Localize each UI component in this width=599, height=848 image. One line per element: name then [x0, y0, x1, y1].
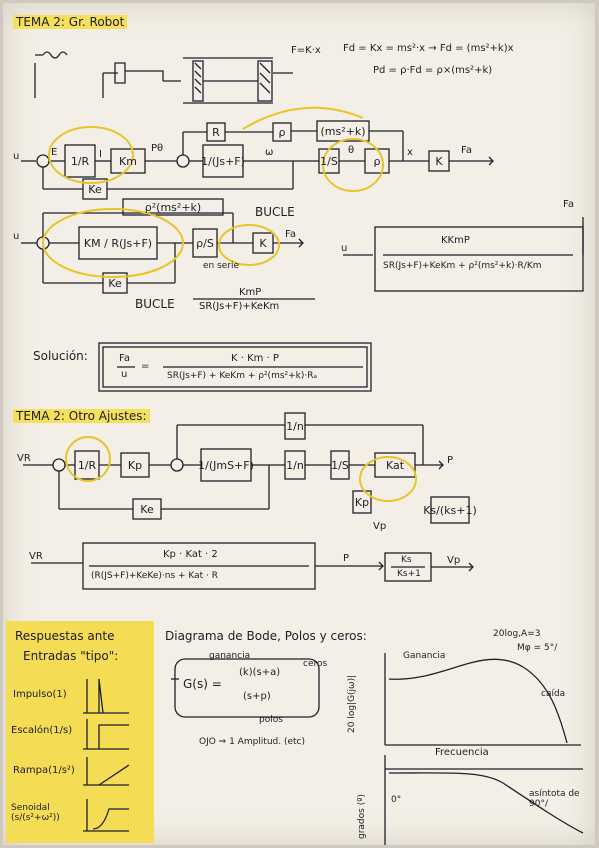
signal-vp: Vp: [373, 521, 387, 532]
bode-tf-den: (s+p): [243, 691, 271, 702]
signal-u2: u: [13, 231, 20, 242]
signal-theta: θ: [348, 145, 355, 156]
respuestas-title: Respuestas ante: [15, 629, 115, 643]
loop-tf-den: SR(Js+F)+KeKm: [199, 301, 280, 312]
bode-slope-note: Mφ = 5°/: [517, 643, 558, 653]
solution-num: K · Km · P: [231, 353, 279, 364]
bode-mag-axis: 20 log|G(jω)|: [347, 674, 357, 733]
t2-block-n-fb: 1/n: [286, 419, 304, 433]
respuesta-rampa: Rampa(1/s²): [13, 765, 75, 776]
bode-freq-label: Frecuencia: [435, 747, 489, 758]
t2-block-r-inv: 1/R: [77, 458, 97, 472]
signal-u1: u: [13, 151, 20, 162]
overall-den: SR(Js+F)+KeKm + ρ²(ms²+k)·R/Km: [383, 261, 542, 271]
block-rho: ρ: [373, 154, 381, 168]
signal-fa3: Fa: [563, 199, 574, 210]
bode-tf-lhs: G(s) =: [183, 677, 222, 691]
signal-vr2: VR: [29, 551, 43, 562]
signal-e: E: [51, 147, 58, 158]
t2-overall-num: Kp · Kat · 2: [163, 549, 218, 560]
block-r-inv: 1/R: [70, 154, 90, 168]
block-k2: K: [259, 236, 267, 250]
signal-vp2: Vp: [447, 555, 461, 566]
block-km: Km: [119, 154, 137, 168]
tema1-title: TEMA 2: Gr. Robot: [13, 15, 128, 29]
solution-lhs-num: Fa: [119, 353, 130, 364]
block-fb-r: R: [212, 125, 220, 139]
block-rhoS: ρ/S: [196, 236, 214, 250]
t2-final-den: Ks+1: [397, 569, 421, 579]
respuesta-senoidal: Senoidal (s/(s²+ω²)): [11, 803, 60, 823]
bode-tf-num: (k)(s+a): [239, 667, 281, 678]
tema1-eq-fd: Fd = Kx = ms²·x → Fd = (ms²+k)x: [343, 43, 514, 54]
bode-fall-label: caída: [541, 689, 566, 699]
bucle-label-1: BUCLE: [255, 205, 295, 219]
en-serie-label: en serie: [203, 261, 240, 271]
loop-tf-num: KmP: [239, 287, 262, 298]
t2-block-mech: 1/(JmS+F): [198, 458, 254, 472]
t2-final-num: Ks: [401, 555, 412, 565]
respuestas-subtitle: Entradas "tipo":: [23, 649, 119, 663]
tema2-title: TEMA 2: Otro Ajustes:: [13, 409, 150, 423]
overall-num: KKmP: [441, 235, 470, 246]
signal-fa1: Fa: [461, 145, 472, 156]
solution-den: SR(Js+F) + KeKm + ρ²(ms²+k)·Rₐ: [167, 371, 318, 381]
signal-fa2: Fa: [285, 229, 296, 240]
respuestas-graphs: [83, 678, 130, 832]
block-fb-rho: ρ: [278, 125, 286, 139]
t2-block-kat: Kat: [385, 458, 405, 472]
bode-note: OJO ⇒ 1 Amplitud. (etc): [199, 737, 306, 747]
block-kmR: KM / R(Js+F): [83, 236, 153, 250]
bode-title: Diagrama de Bode, Polos y ceros:: [165, 629, 367, 643]
bode-ceros-label: ceros: [303, 659, 328, 669]
signal-pm: Pθ: [151, 143, 164, 154]
bode-polos-label: polos: [259, 715, 283, 725]
solution-label: Solución:: [33, 349, 88, 363]
block-coupled: ρ²(ms²+k): [144, 200, 202, 214]
signal-u3: u: [341, 243, 348, 254]
bode-peak-note: 20log,A=3: [493, 629, 541, 639]
t2-block-s: 1/S: [331, 458, 349, 472]
t2-block-ke: Ke: [140, 502, 154, 516]
block-k: K: [435, 154, 443, 168]
block-fb-ms: (ms²+k): [320, 124, 366, 138]
block-mech: 1/(Js+F): [201, 154, 245, 168]
signal-vr: VR: [17, 453, 31, 464]
block-integ: 1/S: [320, 154, 338, 168]
block-ke2: Ke: [108, 276, 122, 290]
tema1-eq-left: F=K·x: [291, 45, 321, 56]
t2-block-kp-out: Kp: [354, 495, 370, 509]
signal-x: x: [407, 147, 413, 158]
bode-ganancia-label: ganancia: [209, 651, 251, 661]
bucle-label-2: BUCLE: [135, 297, 175, 311]
bode-phase-axis: grados (º): [357, 794, 367, 839]
tema1-eq-pd: Pd = ρ·Fd = ρ×(ms²+k): [373, 65, 493, 76]
bode-phase-start: 0°: [391, 795, 402, 805]
t2-block-ks: Ks/(ks+1): [423, 503, 477, 517]
t2-block-kp: Kp: [127, 458, 143, 472]
respuesta-escalon: Escalón(1/s): [11, 725, 73, 736]
signal-i: I: [99, 149, 102, 160]
solution-lhs-den: u: [121, 369, 128, 380]
bode-mag-curve-label: Ganancia: [403, 651, 446, 661]
signal-w: ω: [265, 147, 274, 158]
respuesta-impulso: Impulso(1): [13, 689, 67, 700]
t2-overall-den: (R(JS+F)+KeKe)·ns + Kat · R: [91, 571, 219, 581]
respuestas-panel: [6, 621, 154, 843]
signal-p: P: [447, 455, 454, 466]
block-ke: Ke: [88, 182, 102, 196]
bode-phase-note: asíntota de 90°/: [529, 789, 580, 809]
t2-block-n: 1/n: [286, 458, 304, 472]
signal-p2: P: [343, 553, 350, 564]
